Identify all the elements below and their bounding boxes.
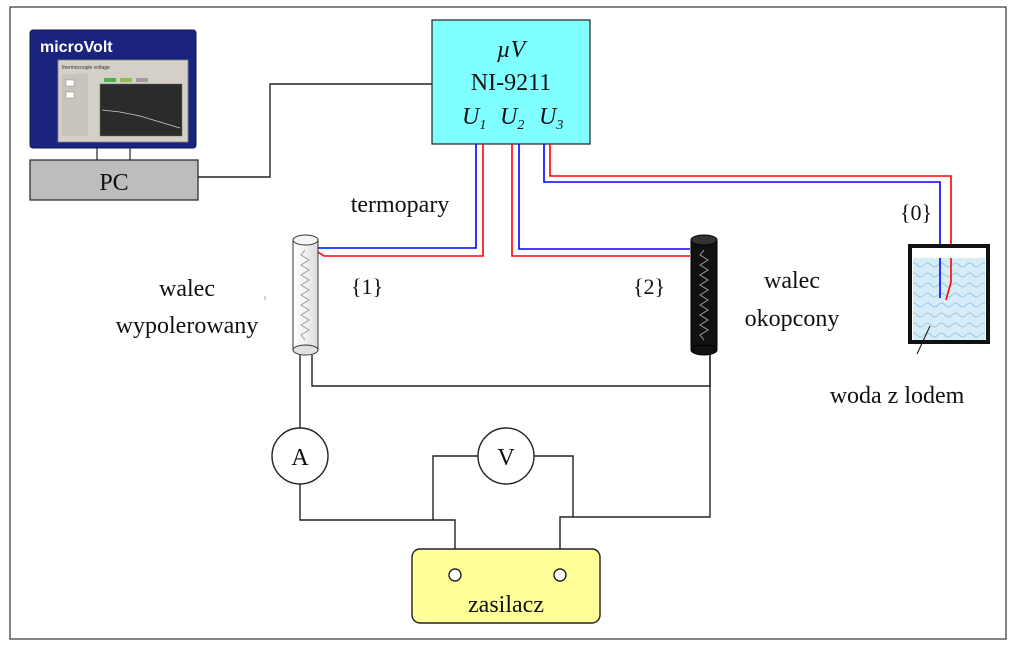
ammeter xyxy=(271,427,329,485)
channel-u3: U3 xyxy=(539,104,563,133)
thermocouple-0-blue xyxy=(543,144,941,298)
junction-1-label: {1} xyxy=(351,274,383,299)
blackened-cylinder-top xyxy=(690,234,718,246)
wire-voltmeter-right xyxy=(534,455,574,517)
daq-unit: µV xyxy=(497,37,528,63)
app-control-2 xyxy=(65,91,75,99)
polished-cylinder-label-1: walec xyxy=(159,276,215,302)
wire-ammeter-to-supply xyxy=(299,484,456,572)
monitor: microVolt thermocouple voltage xyxy=(29,29,197,149)
thermocouple-2-blue xyxy=(518,144,690,250)
app-graph-legend-2 xyxy=(120,78,132,82)
power-supply-label: zasilacz xyxy=(468,592,544,618)
app-graph-legend-3 xyxy=(136,78,148,82)
app-control-1 xyxy=(65,79,75,87)
polished-cylinder xyxy=(292,234,319,356)
app-graph xyxy=(99,83,183,137)
polished-cylinder-top xyxy=(292,234,319,246)
voltmeter-label: V xyxy=(497,445,515,471)
pc-box xyxy=(29,159,199,201)
wire-voltmeter-left xyxy=(432,455,478,520)
pc-label: PC xyxy=(99,170,128,196)
water-label: woda z lodem xyxy=(830,383,965,409)
blackened-cylinder-body xyxy=(690,239,718,351)
blackened-cylinder-heater xyxy=(699,249,709,341)
blackened-cylinder-bottom xyxy=(690,344,718,356)
polished-cylinder-heater xyxy=(300,249,310,341)
app-graph-trace xyxy=(101,109,181,129)
power-supply xyxy=(411,548,601,624)
channel-u2: U2 xyxy=(500,104,524,133)
channel-u1: U1 xyxy=(462,104,486,133)
wire-cyl-to-supply xyxy=(559,355,711,572)
blackened-cylinder-label-1: walec xyxy=(764,268,820,294)
supply-terminal-left xyxy=(448,568,462,582)
daq-channels: U1 U2 U3 xyxy=(462,104,563,133)
probe-0-red-tip xyxy=(945,258,952,301)
junction-2-label: {2} xyxy=(633,274,665,299)
thermocouple-2-red xyxy=(511,144,690,257)
thermocouples-label: termopary xyxy=(351,192,450,218)
polished-cylinder-bottom xyxy=(292,344,319,356)
daq-module xyxy=(431,19,591,145)
blackened-cylinder-label-2: okopcony xyxy=(745,306,840,332)
supply-terminal-right xyxy=(553,568,567,582)
ice-water-waves xyxy=(913,258,985,340)
polished-cylinder-body xyxy=(292,239,319,351)
water-pointer-line xyxy=(916,325,931,355)
polished-cylinder-label-2: wypolerowany xyxy=(116,313,259,339)
blackened-cylinder xyxy=(690,234,718,356)
voltmeter xyxy=(477,427,535,485)
thermocouple-1-blue xyxy=(318,144,477,249)
junction-0-label: {0} xyxy=(900,200,932,225)
app-graph-legend-1 xyxy=(104,78,116,82)
app-title: microVolt xyxy=(40,39,113,56)
pc-daq-cable xyxy=(198,83,432,178)
daq-model: NI-9211 xyxy=(471,70,551,96)
ammeter-label: A xyxy=(291,445,309,471)
ice-water-beaker xyxy=(908,244,990,344)
app-screen-caption: thermocouple voltage xyxy=(62,65,110,71)
thermocouple-1-red xyxy=(317,144,484,257)
